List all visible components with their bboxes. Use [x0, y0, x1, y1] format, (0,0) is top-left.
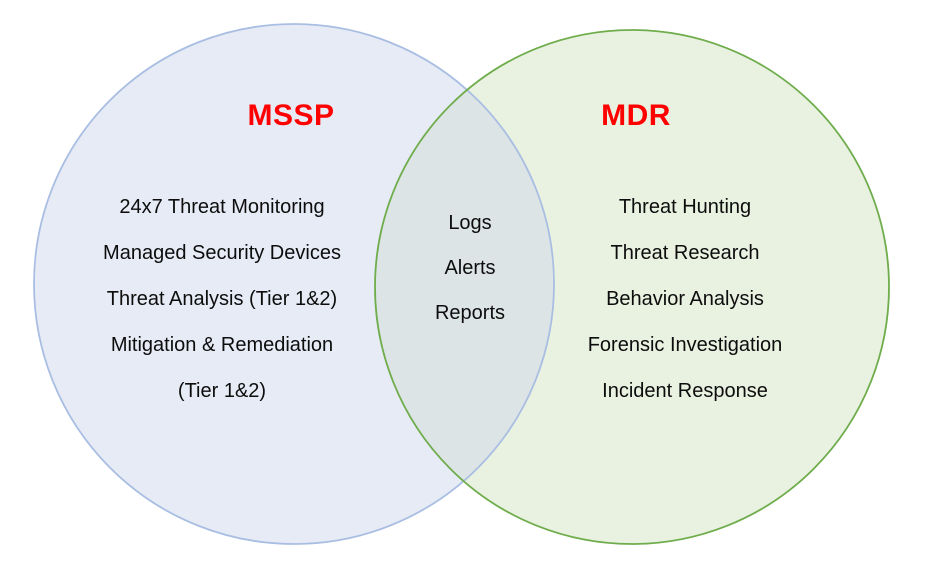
- mssp-item-1: Managed Security Devices: [103, 242, 341, 264]
- mssp-item-0: 24x7 Threat Monitoring: [119, 196, 325, 218]
- mssp-title: MSSP: [247, 99, 335, 132]
- mssp-item-4: (Tier 1&2): [177, 380, 267, 402]
- mdr-item-2: Behavior Analysis: [606, 288, 764, 310]
- mdr-title: MDR: [601, 99, 671, 132]
- overlap-list: Logs Alerts Reports: [400, 201, 540, 336]
- overlap-region: [374, 89, 555, 482]
- overlap-item-0: Logs: [448, 212, 492, 234]
- mdr-list: Threat Hunting Threat Research Behavior …: [535, 184, 835, 414]
- mdr-circle-outline: [374, 29, 890, 545]
- overlap-item-1: Alerts: [444, 257, 496, 279]
- mdr-item-4: Incident Response: [602, 380, 768, 402]
- mssp-list: 24x7 Threat Monitoring Managed Security …: [60, 184, 384, 414]
- mdr-item-0: Threat Hunting: [618, 196, 752, 218]
- mdr-item-1: Threat Research: [610, 242, 760, 264]
- mssp-item-2: Threat Analysis (Tier 1&2): [106, 288, 338, 310]
- mssp-item-3: Mitigation & Remediation: [110, 334, 334, 356]
- mdr-item-3: Forensic Investigation: [587, 334, 783, 356]
- overlap-item-2: Reports: [434, 302, 506, 324]
- mssp-circle-outline: [33, 23, 555, 545]
